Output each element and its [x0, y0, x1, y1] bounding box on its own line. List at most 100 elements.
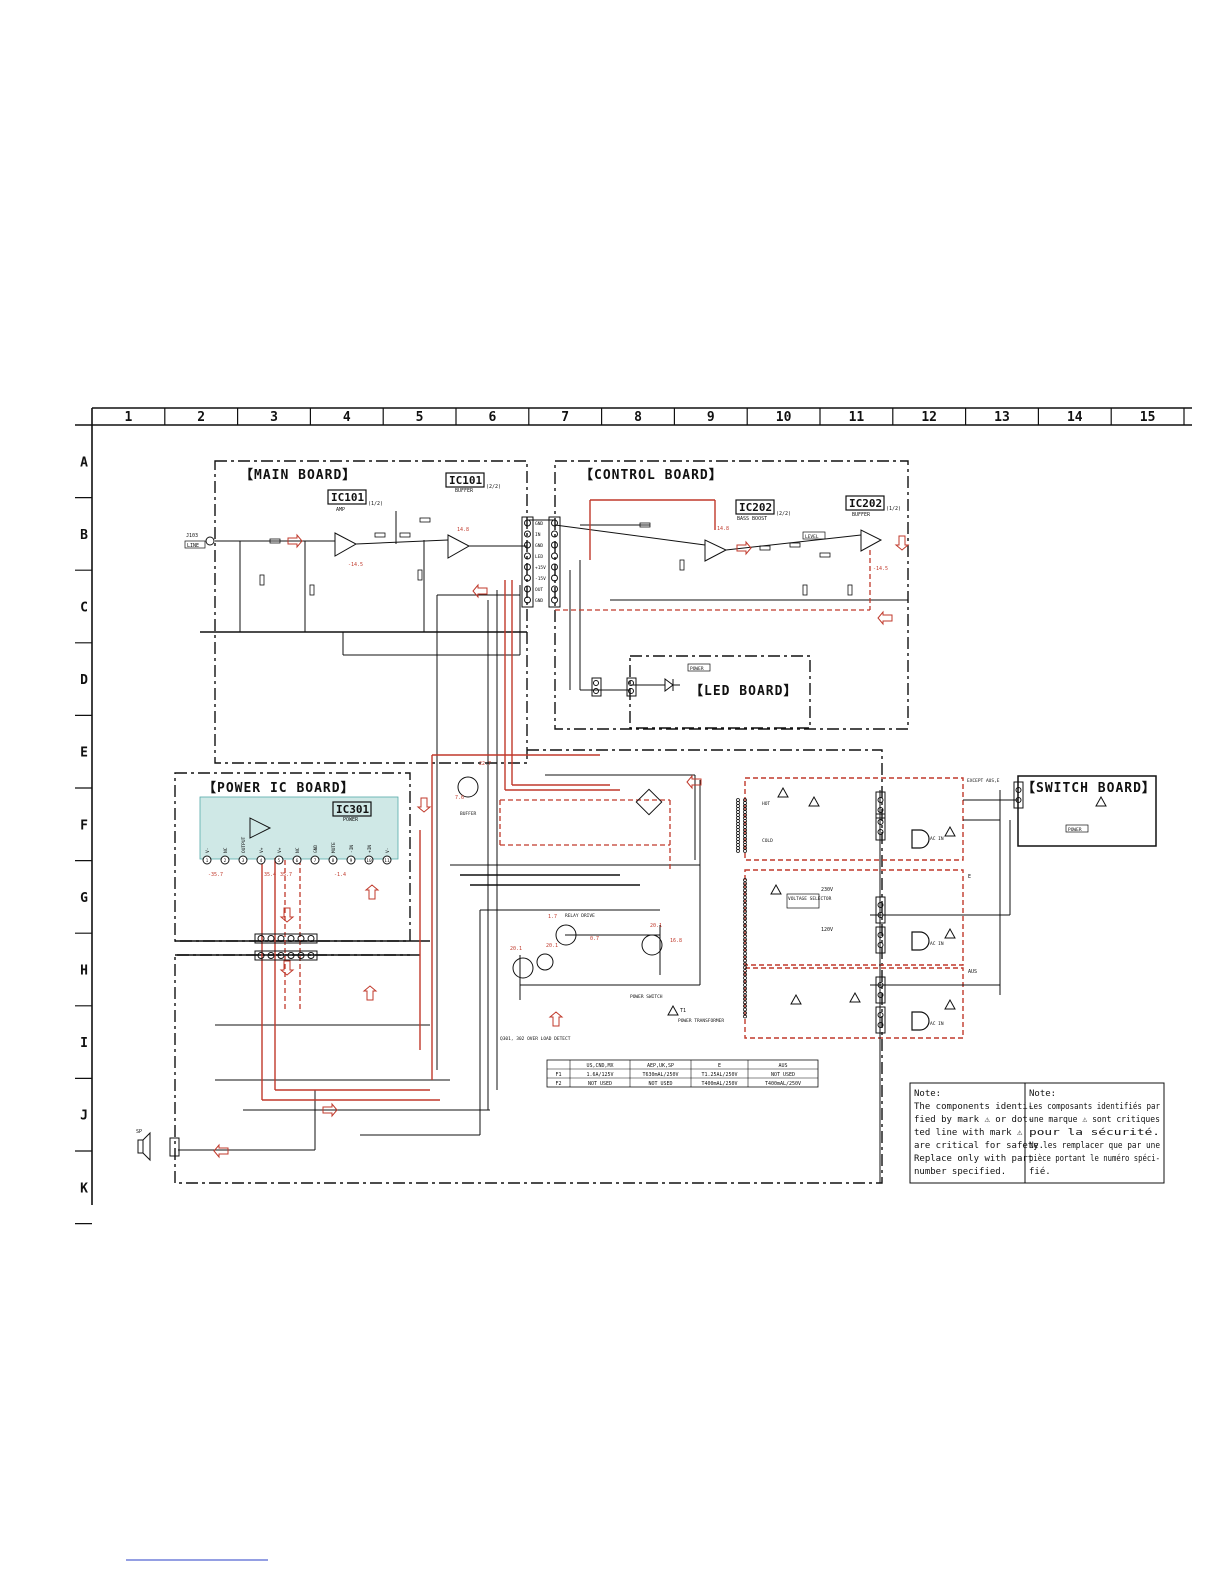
ic101-amp-opamp [334, 532, 358, 557]
coil-turn [743, 1014, 747, 1019]
resistor [309, 584, 315, 596]
speaker-icon [142, 1131, 151, 1162]
grid-column-label: 14 [1067, 410, 1083, 425]
connector-block [875, 813, 886, 841]
grid-row-label: K [80, 1181, 88, 1196]
coil-turn [736, 813, 740, 817]
arrow-icon [322, 1102, 338, 1118]
ic-pin-label: +IN [367, 845, 373, 853]
ic301-label: IC301 [336, 803, 369, 816]
wiring-red [261, 499, 716, 1101]
resistor [269, 538, 281, 544]
ic-pin [382, 855, 392, 865]
connector-pin [551, 541, 558, 549]
warning-icon [944, 927, 956, 939]
svg-text:LINE: LINE [187, 543, 199, 549]
signal-arrows [213, 533, 910, 1159]
svg-text:-14.5: -14.5 [348, 562, 363, 568]
table-header: AUS [778, 1063, 787, 1069]
svg-text:BUFFER: BUFFER [455, 488, 474, 494]
transformer [736, 798, 747, 1019]
arrow-icon [362, 985, 378, 1001]
coil-turn [743, 1004, 747, 1008]
coil-turn [743, 906, 747, 910]
connector-pin [524, 530, 531, 538]
svg-text:AC IN: AC IN [930, 941, 944, 947]
ic-pin-label: V- [205, 848, 211, 853]
wiring-black [175, 511, 1018, 1183]
grid-column-label: 6 [488, 410, 496, 425]
grid-column-label: 5 [416, 410, 424, 425]
overload-label: Q301, 302 OVER LOAD DETECT [500, 1036, 571, 1042]
connector-pin-label: +15V [535, 565, 546, 571]
svg-text:T1: T1 [680, 1008, 686, 1014]
grid-column-label: 9 [707, 410, 715, 425]
coil-turn [743, 888, 747, 893]
coil-turn [743, 979, 747, 984]
ic-pin-number: 1 [206, 858, 209, 864]
resistor [374, 532, 386, 538]
grid-column-label: 1 [124, 410, 132, 425]
coil-turn [743, 920, 747, 924]
resistor [419, 517, 431, 523]
resistor [759, 545, 771, 551]
ic-pin-label: V+ [277, 847, 283, 853]
ac-plugs [911, 829, 930, 1031]
table-cell: T1.25AL/250V [701, 1072, 737, 1078]
coil-turn [736, 819, 740, 823]
resistor [819, 552, 831, 558]
warning-icon [944, 998, 956, 1010]
svg-text:E: E [968, 874, 971, 880]
power-led: POWER [664, 663, 711, 692]
ic101-buffer-label: IC101 [449, 474, 482, 487]
svg-text:SP: SP [136, 1129, 142, 1135]
ic301-pins: 1V-2NC3OUTPUT4V+5V+6NC7GND8MUTE9-IN10+IN… [202, 836, 392, 865]
connector-pin [551, 563, 558, 571]
transistors [457, 776, 663, 979]
power-ic-board-title: 【POWER IC BOARD】 [203, 780, 355, 796]
ic-pin-label: NC [223, 847, 229, 853]
note-line-en: The components identi- [914, 1102, 1033, 1112]
grid-column-label: 3 [270, 410, 278, 425]
note-box: Note:The components identi-fied by mark … [909, 1082, 1165, 1184]
main-board-outline [214, 460, 528, 764]
arrow-icon [213, 1143, 229, 1159]
coil-turn [743, 881, 747, 886]
arrow-icon [548, 1011, 564, 1027]
ic-pin [238, 855, 248, 865]
svg-text:(2/2): (2/2) [776, 511, 791, 517]
coil-turn [743, 997, 747, 1001]
connector-block [875, 926, 886, 954]
svg-text:35.7: 35.7 [280, 872, 292, 878]
connector-pin [287, 952, 295, 959]
svg-text:14.8: 14.8 [717, 526, 729, 532]
table-cell: T400mAL/250V [765, 1081, 801, 1087]
connector-pin [877, 932, 884, 938]
ac-plug-icon [911, 1011, 930, 1031]
ic202-buffer-opamp [860, 529, 883, 552]
ic-pin-number: 4 [260, 858, 263, 864]
connector-pin [551, 596, 558, 604]
ic-pin-number: 11 [384, 858, 390, 864]
line-jack: J103 LINE [184, 533, 215, 549]
led-icon [664, 678, 674, 692]
coil-turn [743, 1007, 747, 1012]
note-line-fr: fié. [1029, 1166, 1051, 1177]
connector-pin [267, 952, 275, 959]
connector-pin-label: IN [535, 532, 541, 538]
power-switch-label: POWER SWITCH [630, 994, 663, 1000]
connector-main [521, 516, 534, 608]
ic-pin-label: V- [385, 848, 391, 853]
connector-pin [524, 563, 531, 571]
coil-turn [743, 972, 747, 977]
arrow-icon [279, 960, 295, 976]
svg-text:AUS: AUS [968, 969, 977, 975]
switch-section-labels: HOT COLD EXCEPT AUS,E E AUS AC IN AC IN … [136, 778, 1089, 1135]
ic-pin [202, 855, 212, 865]
ic-pin-number: 8 [332, 858, 335, 864]
connector-pin-label: GND [535, 543, 543, 549]
voltage-labels: 14.8 -14.5 14.8 -14.5 22.7 7.6 -35.7 35.… [208, 526, 888, 952]
connector-pin [551, 519, 558, 527]
ic-pin [220, 855, 230, 865]
